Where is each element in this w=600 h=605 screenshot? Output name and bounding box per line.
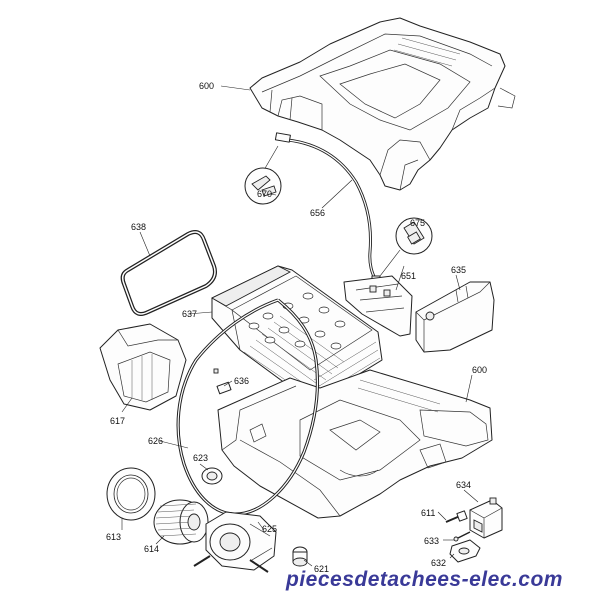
label-670: 670	[257, 189, 272, 199]
part-600-top-frame	[249, 17, 516, 191]
part-638-gasket	[120, 230, 217, 316]
part-number-labels: 600 670 656 638 675 651 635 637 617 636 …	[106, 81, 487, 574]
label-675: 675	[410, 218, 425, 228]
part-670-connector-callout	[244, 145, 282, 205]
part-600-base	[217, 369, 493, 519]
label-611: 611	[421, 508, 435, 518]
label-600-top: 600	[199, 81, 214, 91]
part-621-coupling	[292, 546, 308, 567]
part-633-pin	[453, 531, 471, 542]
part-625-motor	[193, 511, 277, 573]
part-614-fan	[153, 499, 209, 545]
label-635: 635	[451, 265, 466, 275]
part-611-screw	[445, 510, 468, 523]
label-651: 651	[401, 271, 416, 281]
label-621: 621	[314, 564, 329, 574]
label-636: 636	[234, 376, 249, 386]
label-614: 614	[144, 544, 159, 554]
part-613-ring	[106, 467, 156, 521]
part-617-duct	[99, 323, 187, 411]
label-637: 637	[182, 309, 197, 319]
label-625: 625	[262, 524, 277, 534]
label-623: 623	[193, 453, 208, 463]
part-651-bracket	[343, 275, 413, 337]
leader-lines	[121, 85, 479, 567]
part-634-pump	[469, 497, 503, 539]
label-656: 656	[310, 208, 325, 218]
part-675-connector-callout	[379, 217, 433, 277]
label-600-base: 600	[472, 365, 487, 375]
part-636-clip	[213, 368, 232, 395]
watermark-text: piecesdetachees-elec.com	[285, 568, 563, 591]
part-635-cover	[415, 281, 495, 353]
label-626: 626	[148, 436, 163, 446]
label-634: 634	[456, 480, 471, 490]
label-613: 613	[106, 532, 121, 542]
label-617: 617	[110, 416, 125, 426]
label-638: 638	[131, 222, 146, 232]
part-623-bearing	[201, 467, 223, 485]
label-632: 632	[431, 558, 446, 568]
part-632-float	[449, 539, 481, 563]
part-637-condenser	[211, 265, 383, 401]
label-633: 633	[424, 536, 439, 546]
